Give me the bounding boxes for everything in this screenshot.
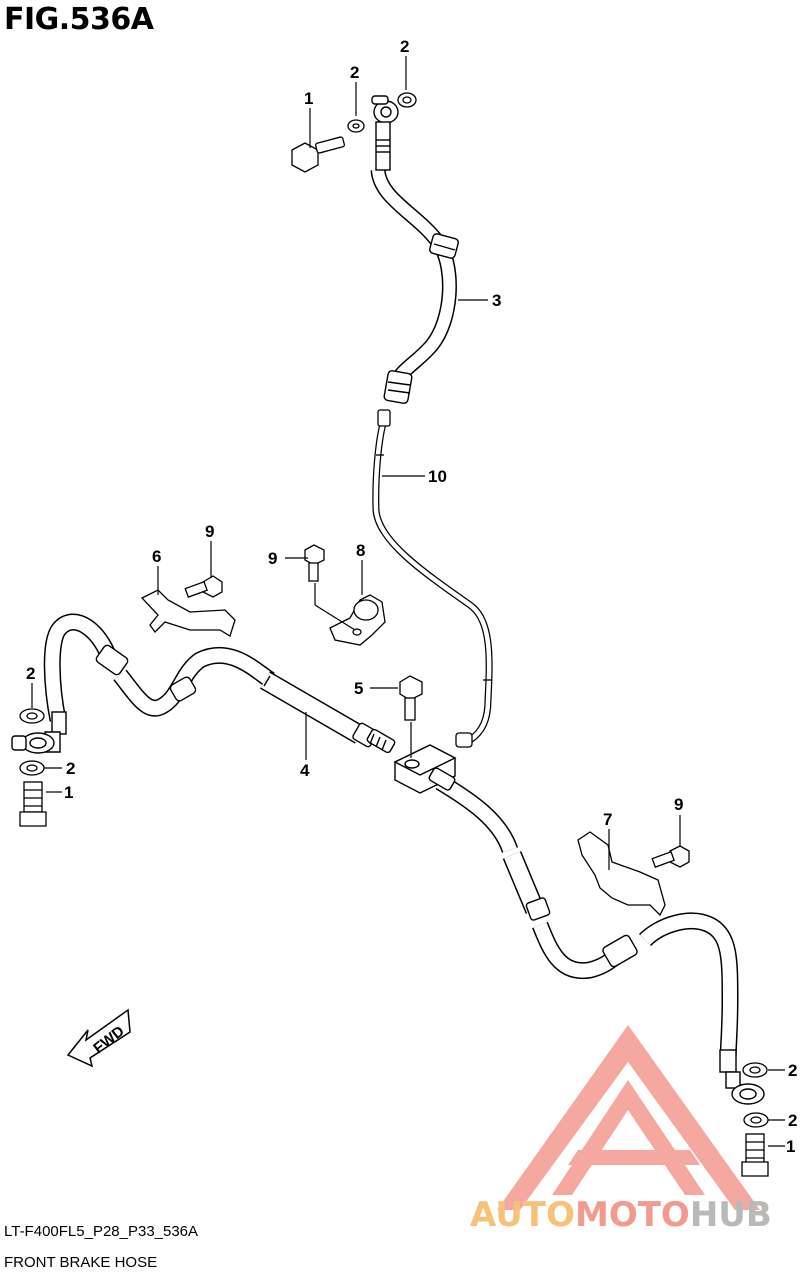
callout: 2 <box>66 759 75 778</box>
figure-description: FRONT BRAKE HOSE <box>4 1254 158 1271</box>
callout: 8 <box>356 541 365 560</box>
callout: 1 <box>304 89 313 108</box>
callout: 3 <box>492 291 501 310</box>
callout: 9 <box>205 522 214 541</box>
figure-title: FIG.536A <box>4 2 154 37</box>
watermark-part-auto: AUTO <box>470 1195 575 1235</box>
watermark-part-hub: HUB <box>689 1195 772 1235</box>
watermark-text: AUTOMOTOHUB <box>470 1195 772 1235</box>
callout: 9 <box>268 549 277 568</box>
callout-numbers: 1 2 2 3 10 9 6 9 8 5 4 2 2 1 7 9 2 2 1 <box>26 37 797 1156</box>
callout: 2 <box>788 1061 797 1080</box>
fwd-arrow-icon: FWD <box>66 1008 131 1068</box>
leader-lines <box>31 56 785 1147</box>
right-brake-hose <box>428 767 765 1105</box>
hose-brackets <box>140 589 666 917</box>
brake-pipe <box>372 409 493 748</box>
left-brake-hose <box>11 613 396 754</box>
callout: 9 <box>674 795 683 814</box>
watermark-part-moto: MOTO <box>574 1195 690 1235</box>
callout: 1 <box>64 783 73 802</box>
callout: 6 <box>152 547 161 566</box>
callout: 10 <box>428 467 447 486</box>
hardware-parts <box>19 92 769 1177</box>
callout: 4 <box>300 761 310 780</box>
callout: 2 <box>26 664 35 683</box>
callout: 7 <box>603 810 612 829</box>
callout: 2 <box>788 1111 797 1130</box>
callout: 5 <box>354 679 363 698</box>
callout: 2 <box>400 37 409 56</box>
callout: 1 <box>786 1137 795 1156</box>
figure-code: LT-F400FL5_P28_P33_536A <box>4 1223 199 1240</box>
callout: 2 <box>350 63 359 82</box>
upper-brake-hose <box>370 95 459 404</box>
watermark-logo-icon <box>497 1025 760 1210</box>
